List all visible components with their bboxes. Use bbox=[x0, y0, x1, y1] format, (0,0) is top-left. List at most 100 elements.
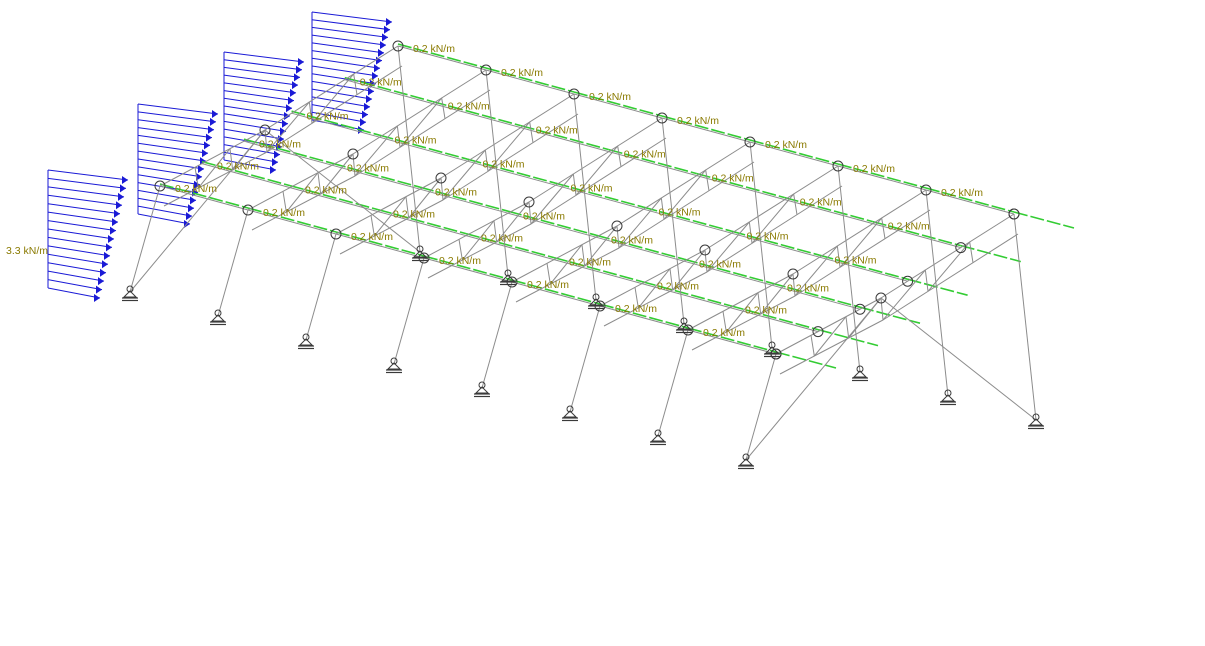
purlin-member bbox=[423, 257, 513, 283]
load-label: 0.2 kN/m bbox=[853, 163, 895, 175]
load-label: 0.2 kN/m bbox=[712, 173, 754, 185]
line-load-arrow bbox=[201, 160, 291, 187]
hinge-node-icon[interactable] bbox=[744, 136, 756, 148]
truss-web bbox=[264, 129, 268, 153]
hinge-node-icon[interactable] bbox=[832, 160, 844, 172]
wind-load-arrowhead bbox=[112, 218, 118, 227]
nodes-layer bbox=[154, 40, 1020, 360]
hinge-node-icon[interactable] bbox=[330, 228, 342, 240]
truss-web bbox=[373, 196, 407, 237]
hinge-node-icon[interactable] bbox=[480, 64, 492, 76]
line-load-layer bbox=[159, 43, 1075, 369]
hinge-node-icon[interactable] bbox=[611, 220, 623, 232]
line-load-arrow bbox=[731, 230, 820, 256]
wind-load-arrowhead bbox=[186, 212, 192, 221]
load-label: 0.2 kN/m bbox=[611, 234, 653, 246]
load-label: 0.2 kN/m bbox=[527, 279, 569, 291]
hinge-node-icon[interactable] bbox=[699, 244, 711, 256]
hinge-node-icon[interactable] bbox=[854, 303, 866, 315]
load-label: 0.2 kN/m bbox=[481, 233, 523, 245]
truss-web bbox=[575, 145, 619, 196]
truss-web bbox=[266, 101, 310, 153]
truss-chord bbox=[251, 175, 356, 231]
line-load-arrow bbox=[555, 182, 644, 208]
purlin-member bbox=[467, 160, 556, 186]
hinge-node-icon[interactable] bbox=[418, 252, 430, 264]
truss-web bbox=[880, 297, 884, 321]
line-load-arrow bbox=[643, 206, 732, 232]
hinge-node-icon[interactable] bbox=[392, 40, 404, 52]
truss-web bbox=[969, 241, 974, 263]
line-load-arrow bbox=[749, 139, 839, 165]
support-triangle bbox=[940, 394, 956, 402]
wind-load-layer bbox=[47, 11, 393, 302]
hinge-node-icon[interactable] bbox=[682, 324, 694, 336]
wind-load-line bbox=[47, 270, 105, 282]
hinge-node-icon[interactable] bbox=[506, 276, 518, 288]
hinge-node-icon[interactable] bbox=[770, 348, 782, 360]
purlin-member bbox=[331, 164, 421, 190]
hinge-node-icon[interactable] bbox=[259, 124, 271, 136]
wind-load-line bbox=[47, 236, 113, 248]
truss-web bbox=[311, 73, 355, 124]
column-member bbox=[305, 233, 337, 341]
support-pin bbox=[856, 365, 864, 373]
wind-load-block bbox=[223, 51, 305, 174]
hinge-node-icon[interactable] bbox=[242, 204, 254, 216]
hinge-node-icon[interactable] bbox=[875, 292, 887, 304]
support-pin bbox=[592, 293, 600, 301]
wind-load-line bbox=[311, 19, 391, 31]
wind-load-line bbox=[223, 82, 297, 94]
hinge-node-icon[interactable] bbox=[435, 172, 447, 184]
wind-load-line bbox=[47, 203, 121, 215]
hinge-node-icon[interactable] bbox=[594, 300, 606, 312]
line-load-arrow bbox=[819, 254, 908, 280]
support-pin bbox=[566, 405, 574, 413]
hinge-node-icon[interactable] bbox=[955, 242, 967, 254]
wind-load-line bbox=[223, 144, 281, 156]
column-member bbox=[661, 117, 685, 325]
load-label: 0.2 kN/m bbox=[305, 185, 347, 197]
truss-web bbox=[616, 225, 620, 249]
truss-chord bbox=[163, 151, 268, 207]
wind-load-line bbox=[47, 262, 107, 274]
purlin-member bbox=[335, 233, 425, 259]
hinge-node-icon[interactable] bbox=[787, 268, 799, 280]
hinge-node-icon[interactable] bbox=[1008, 208, 1020, 220]
wind-load-arrowhead bbox=[96, 285, 102, 294]
truss-web bbox=[197, 148, 231, 189]
truss-web bbox=[839, 217, 883, 268]
hinge-node-icon[interactable] bbox=[568, 88, 580, 100]
rafter-member bbox=[440, 93, 575, 179]
hinge-node-icon[interactable] bbox=[154, 180, 166, 192]
line-load-arrow bbox=[960, 244, 1022, 263]
hinge-node-icon[interactable] bbox=[656, 112, 668, 124]
wind-load-arrowhead bbox=[210, 117, 216, 126]
support-triangle bbox=[852, 370, 868, 378]
column-member bbox=[749, 141, 773, 349]
truss-web bbox=[845, 316, 850, 339]
support-triangle bbox=[412, 250, 428, 258]
load-label: 0.2 kN/m bbox=[523, 210, 565, 222]
purlin-member bbox=[465, 235, 555, 261]
load-label: 0.2 kN/m bbox=[703, 327, 745, 339]
truss-chord bbox=[427, 223, 532, 279]
wind-load-arrowhead bbox=[296, 65, 302, 74]
truss-chord bbox=[691, 295, 796, 351]
purlin-member bbox=[731, 232, 820, 258]
wind-load-line bbox=[47, 279, 103, 291]
line-load-arrow bbox=[243, 138, 333, 164]
wind-load-arrowhead bbox=[120, 184, 126, 193]
hinge-node-icon[interactable] bbox=[347, 148, 359, 160]
load-label: 0.2 kN/m bbox=[501, 67, 543, 79]
hinge-node-icon[interactable] bbox=[523, 196, 535, 208]
truss-chord bbox=[339, 199, 444, 255]
hinge-node-icon[interactable] bbox=[902, 275, 914, 287]
purlin-member bbox=[397, 45, 487, 71]
wind-load-line bbox=[311, 65, 379, 77]
hinge-node-icon[interactable] bbox=[920, 184, 932, 196]
hinge-node-icon[interactable] bbox=[812, 326, 824, 338]
support-pin bbox=[126, 285, 134, 293]
